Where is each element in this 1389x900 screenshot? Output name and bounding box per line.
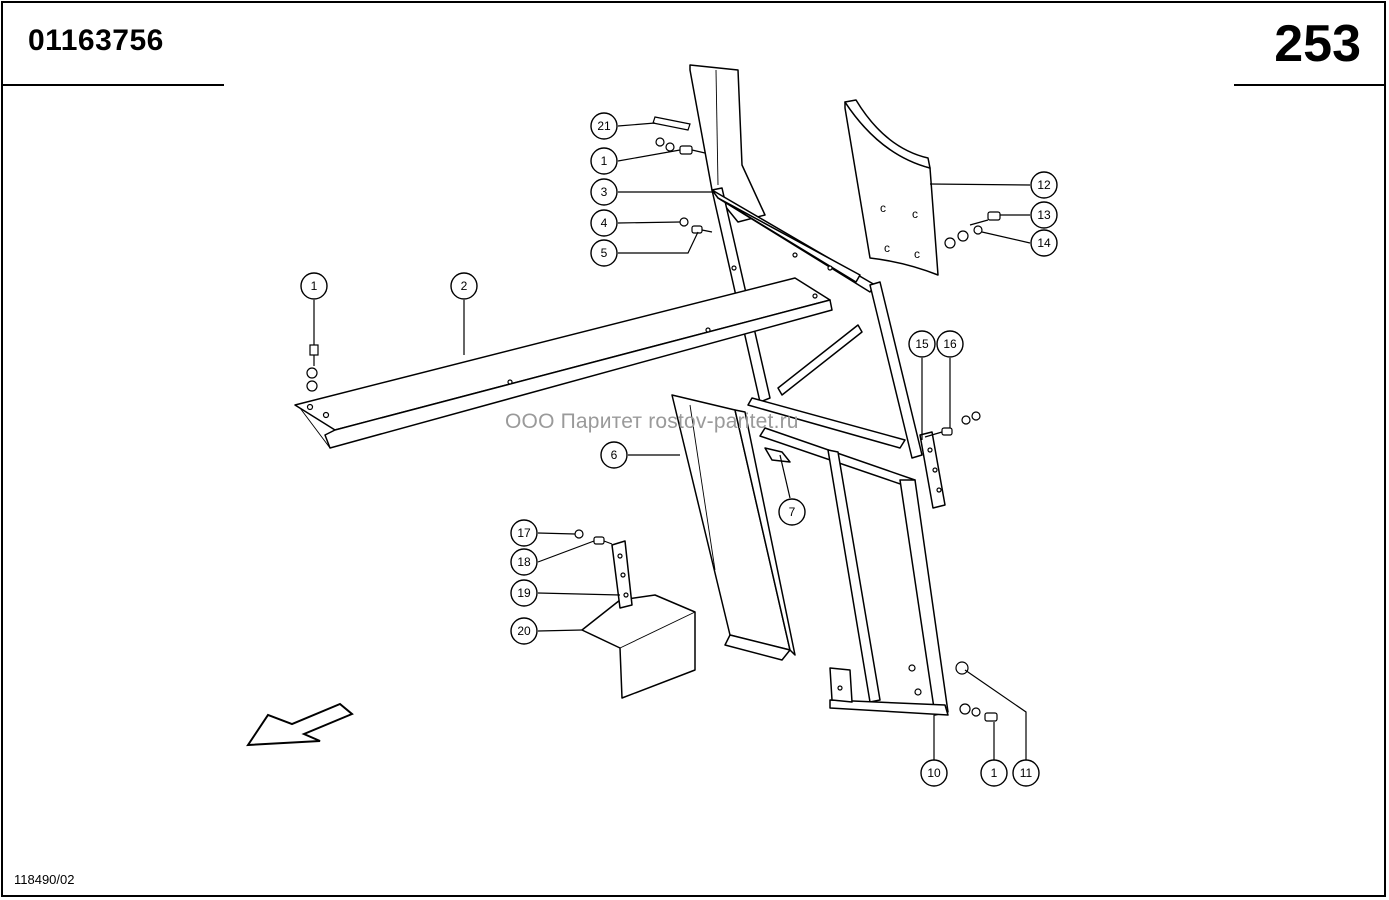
svg-text:5: 5: [601, 246, 608, 260]
small-bracket-part: [764, 447, 791, 463]
callout-10[interactable]: 10: [920, 759, 948, 787]
page-number: 253: [1274, 15, 1361, 73]
callout-1-top[interactable]: 1: [590, 147, 618, 175]
watermark-text: ООО Паритет rostov-paritet.ru: [505, 410, 799, 433]
bracket-part: [919, 431, 946, 509]
svg-text:12: 12: [1037, 178, 1051, 192]
stud-part: [652, 116, 691, 131]
svg-text:16: 16: [943, 337, 957, 351]
lower-frame-part: [759, 427, 949, 716]
side-panel-part: [671, 394, 796, 661]
callout-3[interactable]: 3: [590, 178, 618, 206]
svg-text:1: 1: [991, 766, 998, 780]
callout-16[interactable]: 16: [936, 330, 964, 358]
upper-shield-part: c c c c: [844, 99, 939, 276]
header-rule-right: [1234, 84, 1386, 86]
callout-18[interactable]: 18: [510, 548, 538, 576]
header-rule-left: [2, 84, 224, 86]
svg-text:c: c: [880, 201, 886, 215]
callout-19[interactable]: 19: [510, 579, 538, 607]
svg-text:c: c: [914, 247, 920, 261]
svg-text:10: 10: [927, 766, 941, 780]
svg-text:1: 1: [601, 154, 608, 168]
svg-text:14: 14: [1037, 236, 1051, 250]
svg-text:18: 18: [517, 555, 531, 569]
svg-text:11: 11: [1020, 766, 1033, 780]
callout-13[interactable]: 13: [1030, 201, 1058, 229]
drawing-reference: 118490/02: [14, 872, 75, 887]
callout-7[interactable]: 7: [778, 498, 806, 526]
svg-text:4: 4: [601, 216, 608, 230]
callout-5[interactable]: 5: [590, 239, 618, 267]
callout-2[interactable]: 2: [450, 272, 478, 300]
callout-12[interactable]: 12: [1030, 171, 1058, 199]
svg-text:21: 21: [597, 119, 611, 133]
callout-11[interactable]: 11: [1012, 759, 1040, 787]
callout-20[interactable]: 20: [510, 617, 538, 645]
svg-text:15: 15: [915, 337, 929, 351]
cover-plate-part: [581, 540, 696, 699]
travel-direction-arrow-icon: [246, 702, 354, 747]
callout-14[interactable]: 14: [1030, 229, 1058, 257]
svg-text:6: 6: [611, 448, 618, 462]
upright-frame-part: [689, 64, 923, 459]
svg-text:c: c: [912, 207, 918, 221]
svg-text:1: 1: [311, 279, 318, 293]
callout-15[interactable]: 15: [908, 330, 936, 358]
svg-text:c: c: [884, 241, 890, 255]
svg-text:2: 2: [461, 279, 468, 293]
callout-6[interactable]: 6: [600, 441, 628, 469]
svg-text:7: 7: [789, 505, 796, 519]
hardware-items: [306, 116, 1001, 722]
callout-4[interactable]: 4: [590, 209, 618, 237]
callout-17[interactable]: 17: [510, 519, 538, 547]
svg-text:19: 19: [517, 586, 531, 600]
callout-21[interactable]: 21: [590, 112, 618, 140]
svg-text:13: 13: [1037, 208, 1051, 222]
callout-1-left[interactable]: 1: [300, 272, 328, 300]
svg-text:17: 17: [517, 526, 531, 540]
cross-member-part: [294, 277, 833, 449]
callout-1-bottom[interactable]: 1: [980, 759, 1008, 787]
document-number: 01163756: [28, 24, 164, 57]
leader-lines: [313, 122, 1031, 760]
svg-text:3: 3: [601, 185, 608, 199]
svg-text:20: 20: [517, 624, 531, 638]
